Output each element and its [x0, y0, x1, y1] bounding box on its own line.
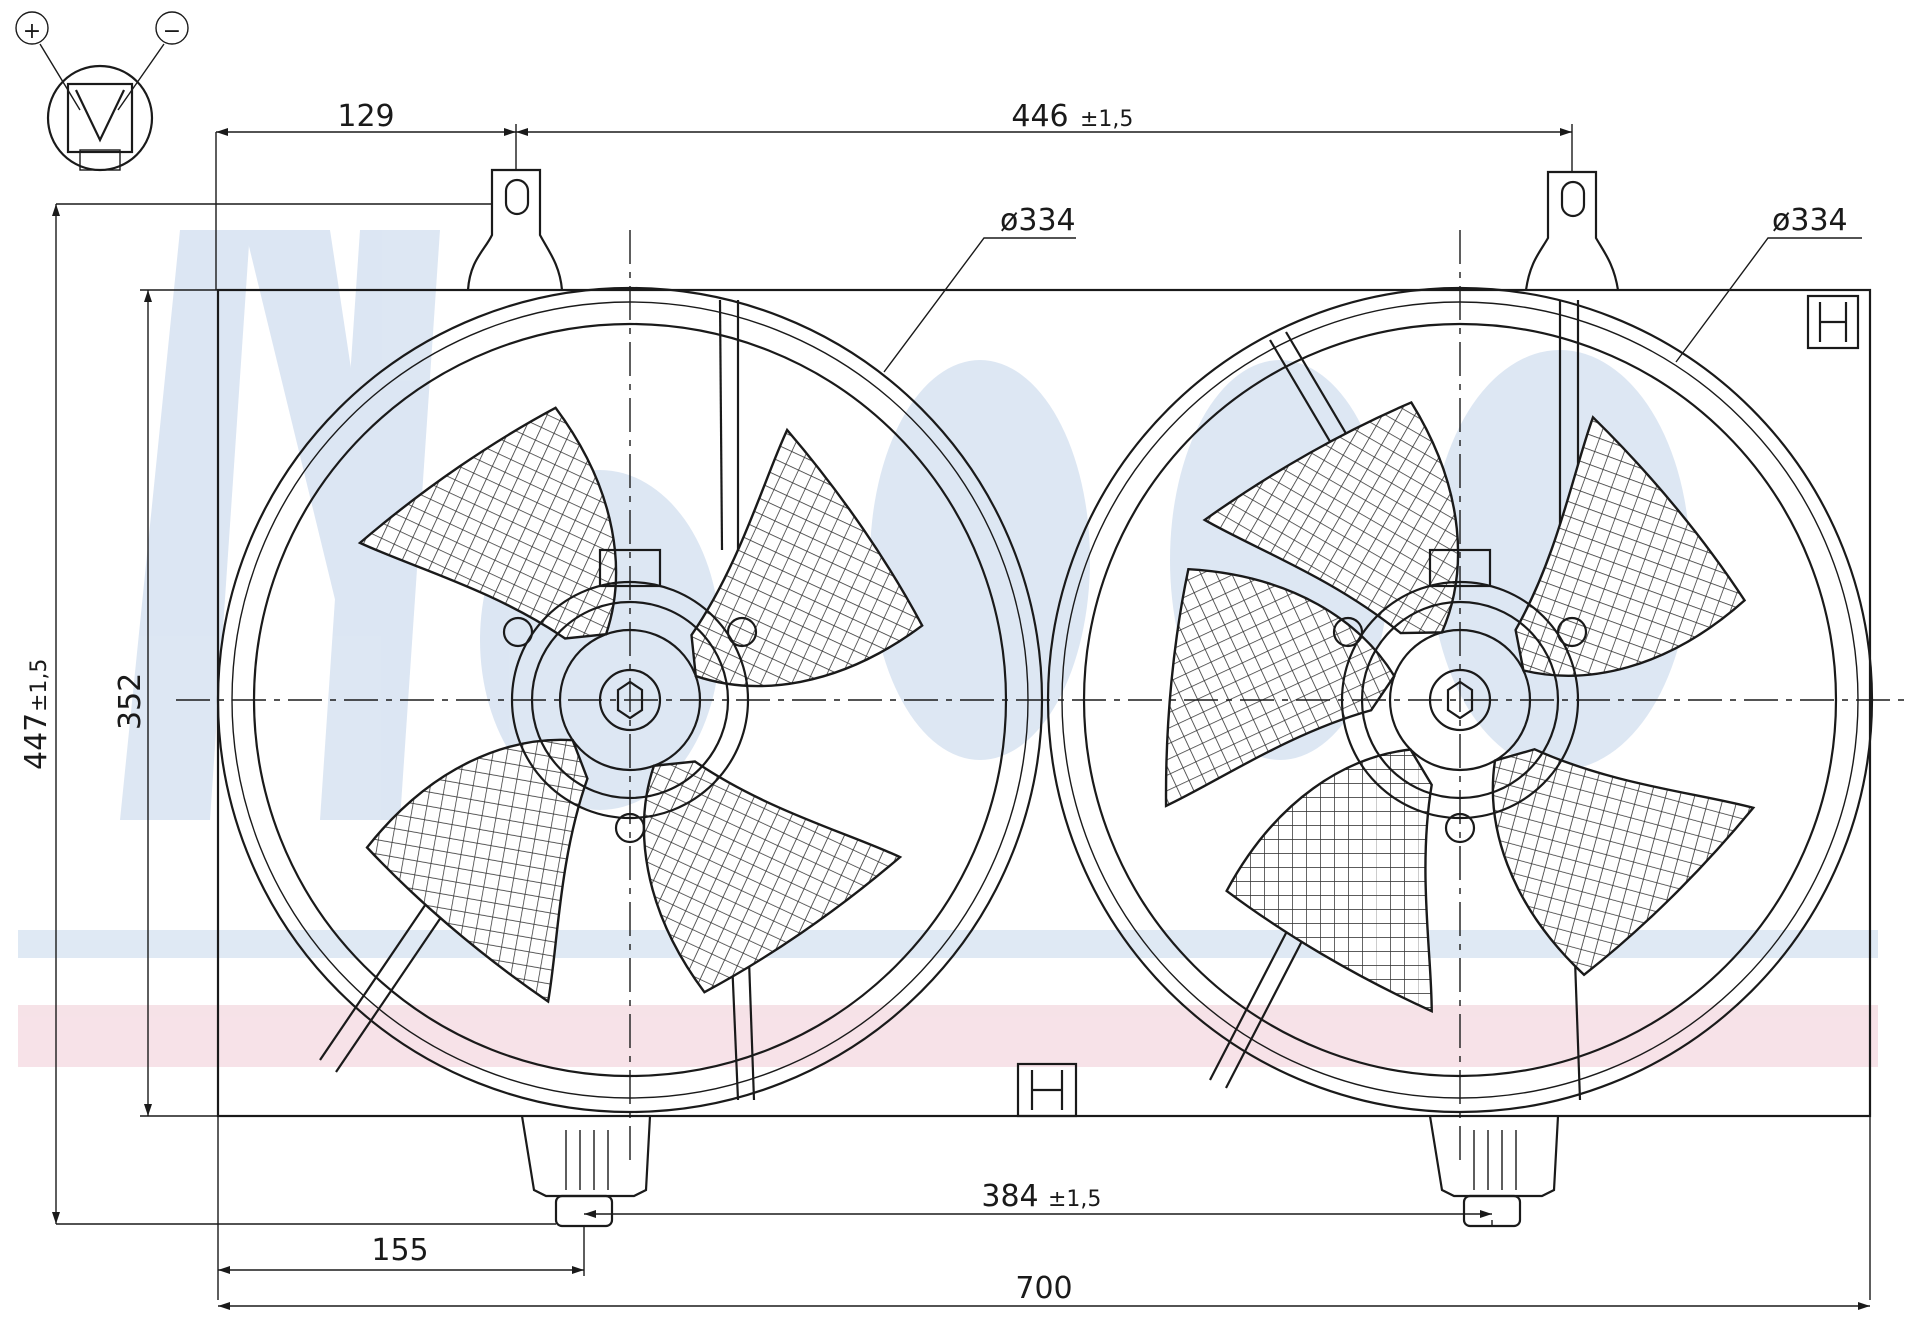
dim-bracket-offset: 129	[337, 99, 394, 134]
plus-label: +	[23, 19, 41, 44]
watermark-band-pink	[18, 1005, 1878, 1067]
dim-fan-diameter-left: ø334	[1000, 203, 1076, 238]
minus-label: −	[163, 19, 181, 44]
dim-mount-spacing-tol: ±1,5	[1080, 107, 1133, 132]
dim-overall-width: 700	[1015, 1271, 1072, 1306]
top-bracket-left	[466, 168, 564, 291]
dim-overall-height: 447	[19, 713, 54, 770]
top-bracket-right	[1524, 170, 1620, 291]
dimension-labels: 129 446 ±1,5 ø334 ø334 447 ±1,5 352 155 …	[19, 99, 1848, 1306]
center-lines	[176, 230, 1910, 1160]
bottom-clip-icon	[1016, 1062, 1078, 1118]
dim-core-height: 352	[113, 673, 148, 730]
bottom-foot-right	[1428, 1115, 1560, 1228]
dim-bottom-mount-spacing: 384	[981, 1179, 1038, 1214]
dim-mount-spacing: 446	[1011, 99, 1068, 134]
dim-fan-diameter-right: ø334	[1772, 203, 1848, 238]
side-clip-icon	[1806, 294, 1860, 350]
connector-plug-icon	[46, 64, 154, 172]
plus-terminal-icon	[15, 11, 49, 45]
dim-overall-height-tol: ±1,5	[27, 659, 52, 712]
dim-bottom-offset: 155	[371, 1233, 428, 1268]
minus-terminal-icon	[155, 11, 189, 45]
dim-bottom-mount-spacing-tol: ±1,5	[1048, 1187, 1101, 1212]
connector-symbol: + −	[15, 11, 189, 172]
dimension-lines	[52, 124, 1871, 1310]
bottom-foot-left	[520, 1115, 652, 1228]
